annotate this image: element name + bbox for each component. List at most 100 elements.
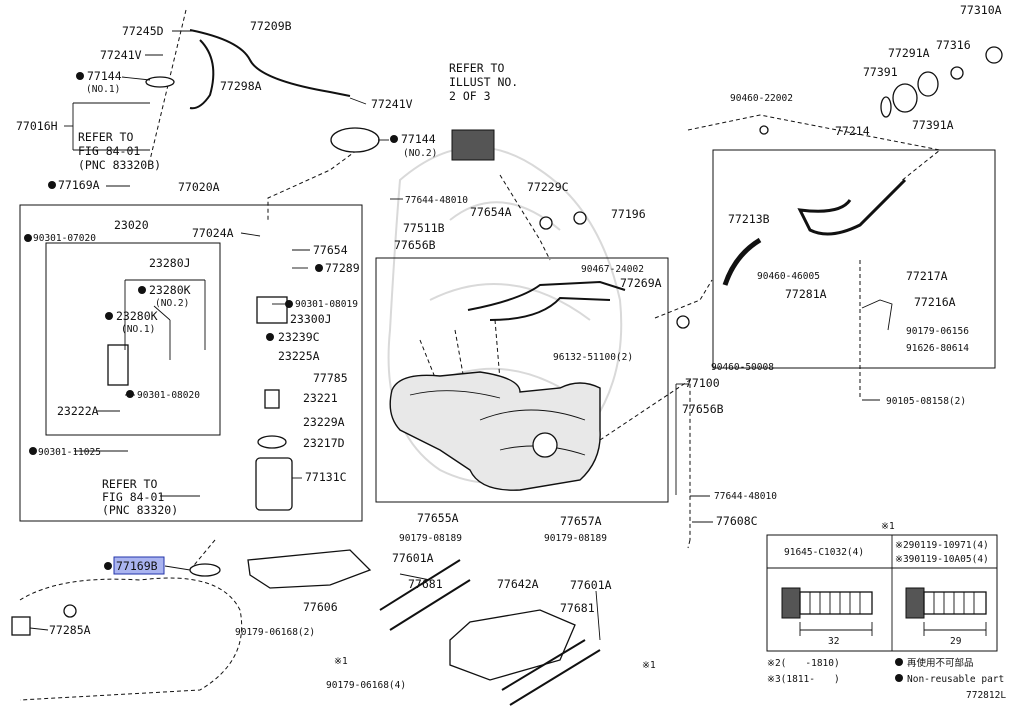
label-77213b[interactable]: 77213B [728,212,770,226]
label-90460-46005[interactable]: 90460-46005 [757,271,820,282]
label-77100[interactable]: 77100 [685,376,720,390]
label-77657a[interactable]: 77657A [560,514,602,528]
legend-note3: ※3(1811- ) [767,674,840,685]
label-77601a-b[interactable]: 77601A [570,578,612,592]
label-23221[interactable]: 23221 [303,391,338,405]
label-77131c[interactable]: 77131C [305,470,347,484]
label-90460-50008[interactable]: 90460-50008 [711,362,774,373]
label-77644-48010-b[interactable]: 77644-48010 [714,491,777,502]
bolt-col1-dim: 32 [828,636,839,647]
label-77606[interactable]: 77606 [303,600,338,614]
label-77209b[interactable]: 77209B [250,19,292,33]
label-77511b[interactable]: 77511B [403,221,445,235]
label-77214[interactable]: 77214 [835,124,870,138]
label-77291a[interactable]: 77291A [888,46,930,60]
label-77196[interactable]: 77196 [611,207,646,221]
label-77245d[interactable]: 77245D [122,24,164,38]
label-77656b-a[interactable]: 77656B [394,238,436,252]
label-77654a[interactable]: 77654A [470,205,512,219]
label-77016h[interactable]: 77016H [16,119,58,133]
pump-assembly-frame [19,204,363,522]
label-77391a[interactable]: 77391A [912,118,954,132]
label-23222a[interactable]: 23222A [57,404,99,418]
label-23217d[interactable]: 23217D [303,436,345,450]
label-23225a[interactable]: 23225A [278,349,320,363]
part-shapes [11,46,1003,706]
label-no2: (NO.2) [403,148,437,159]
label-77216a[interactable]: 77216A [914,295,956,309]
label-77169b[interactable]: 77169B [116,559,158,573]
figure-number: 772812L [966,690,1006,701]
label-77144-no1[interactable]: 77144 [87,69,122,83]
label-77654[interactable]: 77654 [313,243,348,257]
label-90179-06168-2[interactable]: 90179-06168(2) [235,627,315,638]
label-91626-80614[interactable]: 91626-80614 [906,343,969,354]
label-77269a[interactable]: 77269A [620,276,662,290]
label-77020a[interactable]: 77020A [178,180,220,194]
label-77644-48010-a[interactable]: 77644-48010 [405,195,468,206]
label-77655a[interactable]: 77655A [417,511,459,525]
nonreusable-markers [24,72,398,570]
label-77316[interactable]: 77316 [936,38,971,52]
label-23229a[interactable]: 23229A [303,415,345,429]
refer-fig-top-line2[interactable]: FIG 84-01 [78,144,140,158]
label-90179-06156[interactable]: 90179-06156 [906,326,969,337]
label-77681-b[interactable]: 77681 [560,601,595,615]
tank-frame [375,257,669,503]
refer-fig-bottom-line3: (PNC 83320) [102,503,178,517]
label-77289[interactable]: 77289 [325,261,360,275]
dashed-connection-lines [19,9,942,701]
label-77144-no2[interactable]: 77144 [401,132,436,146]
label-77656b-b[interactable]: 77656B [682,402,724,416]
legend-dot-jp [895,658,903,666]
label-77229c[interactable]: 77229C [527,180,569,194]
bolt-table-note-mark: ※1 [881,521,895,532]
label-77285a[interactable]: 77285A [49,623,91,637]
refer-fig-bottom-line2[interactable]: FIG 84-01 [102,490,164,504]
label-23280j[interactable]: 23280J [149,256,191,270]
label-90105-08158[interactable]: 90105-08158(2) [886,396,966,407]
label-90301-07020[interactable]: 90301-07020 [33,233,96,244]
label-77298a[interactable]: 77298A [220,79,262,93]
label-77642a[interactable]: 77642A [497,577,539,591]
label-23300j[interactable]: 23300J [290,312,332,326]
label-23280k-no1[interactable]: 23280K [116,309,158,323]
label-77681-a[interactable]: 77681 [408,577,443,591]
label-90179-08189-b[interactable]: 90179-08189 [544,533,607,544]
label-77241v-b[interactable]: 77241V [371,97,413,111]
label-90301-08019[interactable]: 90301-08019 [295,299,358,310]
label-23239c[interactable]: 23239C [278,330,320,344]
bolt-col2-header-line2: ※390119-10A05(4) [895,554,989,565]
label-90301-11025[interactable]: 90301-11025 [38,447,101,458]
label-77169a[interactable]: 77169A [58,178,100,192]
legend-note2: ※2( -1810) [767,658,840,669]
label-90467-24002[interactable]: 90467-24002 [581,264,644,275]
leader-lines [29,30,880,641]
label-77310a[interactable]: 77310A [960,3,1002,17]
label-77217a[interactable]: 77217A [906,269,948,283]
label-star1-a: ※1 [334,656,348,667]
highlight-77169b [113,556,165,575]
label-90179-06168-4[interactable]: 90179-06168(4) [326,680,406,691]
bolt-col2-dim: 29 [950,636,962,647]
label-77785[interactable]: 77785 [313,371,348,385]
label-23280k-no2[interactable]: 23280K [149,283,191,297]
label-90301-08020[interactable]: 90301-08020 [137,390,200,401]
label-77241v[interactable]: 77241V [100,48,142,62]
legend-nonreusable-en: Non-reusable part [907,674,1004,685]
label-no2-b: (NO.2) [155,298,189,309]
label-77608c[interactable]: 77608C [716,514,758,528]
label-96132-51100[interactable]: 96132-51100(2) [553,352,633,363]
label-23020[interactable]: 23020 [114,218,149,232]
sub-assembly-frame [45,242,221,436]
refer-illust-line2[interactable]: ILLUST NO. [449,75,518,89]
label-77601a-a[interactable]: 77601A [392,551,434,565]
label-77391[interactable]: 77391 [863,65,898,79]
label-77281a[interactable]: 77281A [785,287,827,301]
legend-dot-en [895,674,903,682]
label-90460-22002[interactable]: 90460-22002 [730,93,793,104]
label-77024a[interactable]: 77024A [192,226,234,240]
fuel-tank-illustration [389,371,601,491]
label-90179-08189-a[interactable]: 90179-08189 [399,533,462,544]
